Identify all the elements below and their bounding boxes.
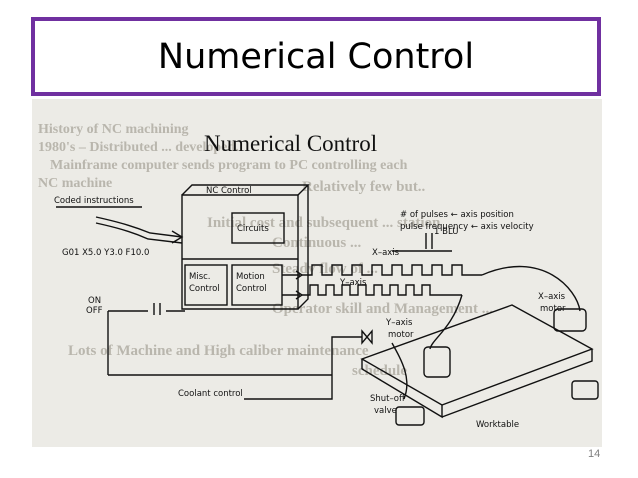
coded-instructions-label: Coded instructions (54, 196, 134, 206)
shutoff-valve (361, 329, 373, 345)
shutoff-label-1: Shut–off (370, 394, 406, 404)
nc-control-box-depth (181, 184, 310, 310)
blu-label: 1 BLU (434, 227, 458, 237)
nc-diagram-scan: History of NC machining 1980's – Distrib… (32, 99, 602, 447)
bleed-line-10: Lots of Machine and High caliber mainten… (68, 343, 369, 359)
x-axis-pulse-train (302, 264, 482, 276)
y-axis-motor-label-2: motor (388, 330, 414, 340)
x-axis-motor (553, 308, 587, 332)
bleed-line-4: NC machine (38, 176, 112, 191)
bleed-line-3: Mainframe computer sends program to PC c… (50, 158, 408, 173)
y-axis-label: Y–axis (339, 278, 367, 288)
misc-control-box (184, 264, 228, 306)
motion-control-label: Control (236, 284, 267, 294)
gcode-label: G01 X5.0 Y3.0 F10.0 (62, 248, 149, 258)
slide-title-box: Numerical Control (31, 17, 601, 96)
misc-control-label: Control (189, 284, 220, 294)
bleed-line-9: Operator skill and Management ... (272, 301, 493, 317)
coolant-line (331, 336, 362, 375)
shutoff-label-2: valve (374, 406, 397, 416)
motion-control-box (231, 264, 283, 306)
bleed-line-6: Initial cost and subsequent ... station (207, 215, 441, 231)
bleed-line-7: Continuous ... (272, 235, 361, 251)
y-axis-motor (423, 346, 451, 378)
slide-title: Numerical Control (157, 36, 475, 77)
y-axis-pulse-train (302, 284, 462, 296)
page-number: 14 (588, 448, 601, 460)
off-label: OFF (86, 306, 103, 316)
y-pulse-arrow (282, 290, 304, 300)
bleed-line-1: History of NC machining (38, 122, 189, 137)
x-axis-cable (481, 265, 581, 312)
circuits-label: Circuits (237, 224, 269, 234)
figure-heading: Numerical Control (204, 131, 377, 156)
on-label: ON (88, 296, 101, 306)
misc-label: Misc. (189, 272, 211, 282)
y-axis-cable (429, 294, 463, 350)
pulses-label-1: # of pulses ← axis position (400, 210, 514, 220)
pulses-label-2: pulse frequency ← axis velocity (400, 222, 534, 232)
x-axis-motor-label-2: motor (540, 304, 566, 314)
x-axis-motor-label-1: X–axis (538, 292, 566, 302)
nc-control-label: NC Control (206, 186, 252, 196)
motion-label: Motion (236, 272, 265, 282)
y-axis-motor-label-1: Y–axis (385, 318, 413, 328)
bleed-line-5: Relatively few but.. (302, 179, 426, 195)
bleed-line-2: 1980's – Distributed ... developed. (38, 140, 239, 155)
worktable-label: Worktable (476, 420, 519, 430)
bleed-line-11: schedule (352, 363, 407, 379)
circuits-box (231, 212, 285, 244)
x-axis-label: X–axis (372, 248, 400, 258)
nc-diagram: History of NC machining 1980's – Distrib… (38, 122, 599, 430)
coolant-control-label: Coolant control (178, 389, 243, 399)
